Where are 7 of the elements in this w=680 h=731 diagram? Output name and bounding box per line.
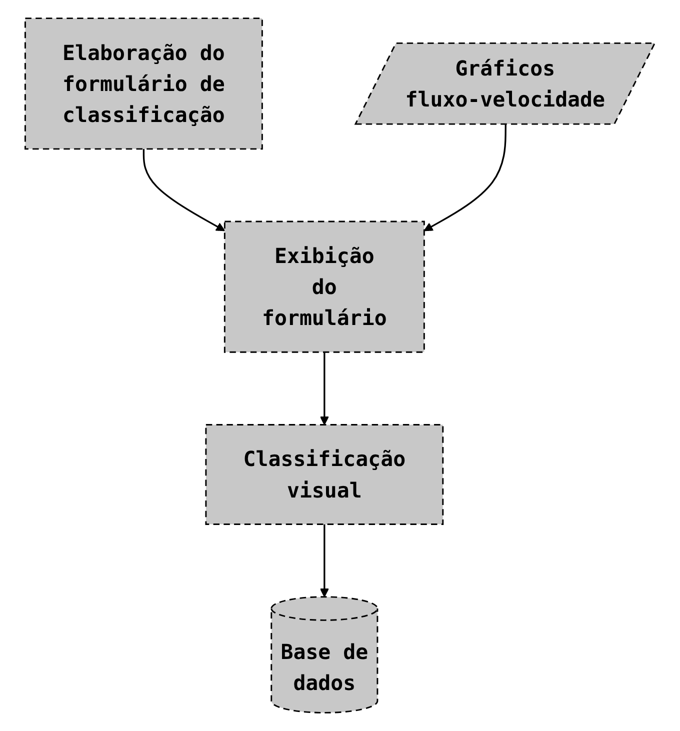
node-box: Classificação visual bbox=[205, 424, 444, 525]
arrow bbox=[142, 148, 226, 232]
arrow bbox=[424, 124, 506, 232]
arrow bbox=[320, 524, 329, 598]
node-box: Elaboração do formulário de classificação bbox=[24, 18, 263, 150]
arrow bbox=[320, 352, 329, 426]
node-box: Exibição do formulário bbox=[224, 220, 425, 353]
